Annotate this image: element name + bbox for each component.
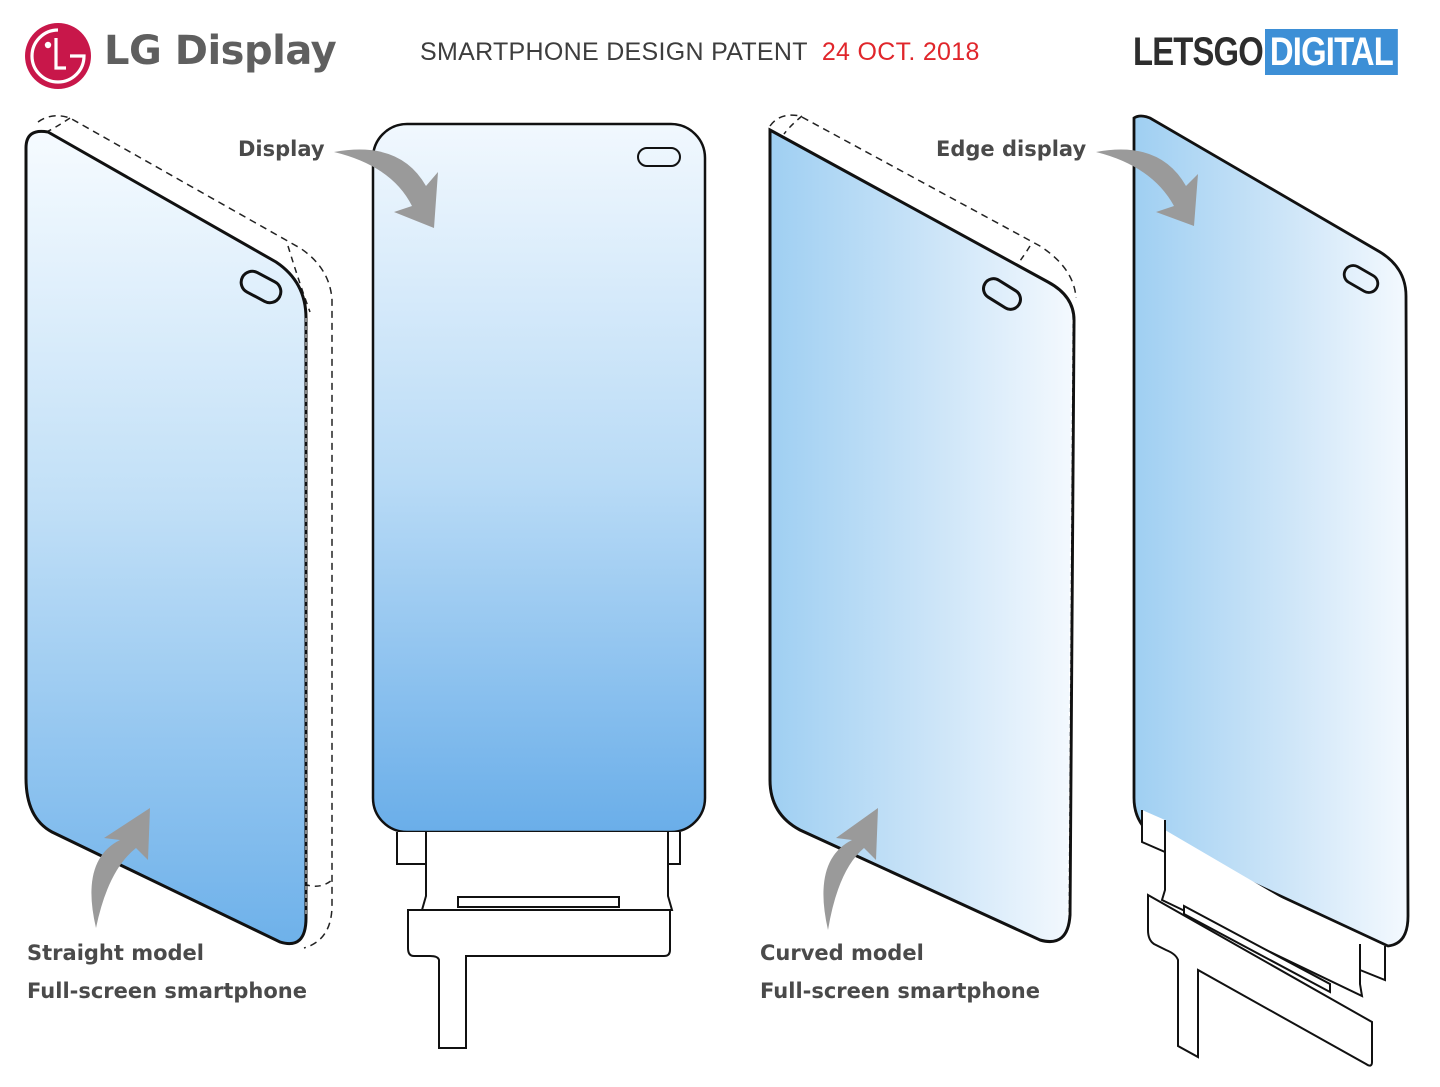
logo-part-letsgo: LETSGO	[1133, 29, 1264, 74]
caption-curved-model: Curved model	[760, 941, 924, 965]
curved-arrow-icon	[334, 149, 438, 228]
figure-display-front	[371, 122, 707, 1049]
lg-display-brand: LG Display	[104, 28, 337, 74]
caption-straight-subtitle: Full-screen smartphone	[27, 979, 307, 1003]
page-title: SMARTPHONE DESIGN PATENT 24 OCT. 2018	[420, 38, 980, 67]
figure-straight-model	[24, 115, 333, 949]
callout-display: Display	[238, 137, 325, 161]
curved-arrow-icon	[823, 808, 878, 930]
caption-straight-model: Straight model	[27, 941, 205, 965]
caption-curved-subtitle: Full-screen smartphone	[760, 979, 1040, 1003]
patent-date: 24 OCT. 2018	[821, 38, 980, 66]
lg-logo-icon	[24, 22, 92, 90]
logo-part-digital: DIGITAL	[1265, 29, 1399, 75]
callout-edge-display: Edge display	[936, 137, 1087, 161]
curved-arrow-icon	[1096, 149, 1198, 226]
figure-curved-model	[768, 114, 1077, 943]
curved-arrow-icon	[91, 808, 150, 928]
letsgodigital-logo: LETSGO DIGITAL	[1133, 29, 1427, 75]
figure-edge-display	[1132, 114, 1410, 1067]
title-text: SMARTPHONE DESIGN PATENT	[420, 38, 808, 66]
